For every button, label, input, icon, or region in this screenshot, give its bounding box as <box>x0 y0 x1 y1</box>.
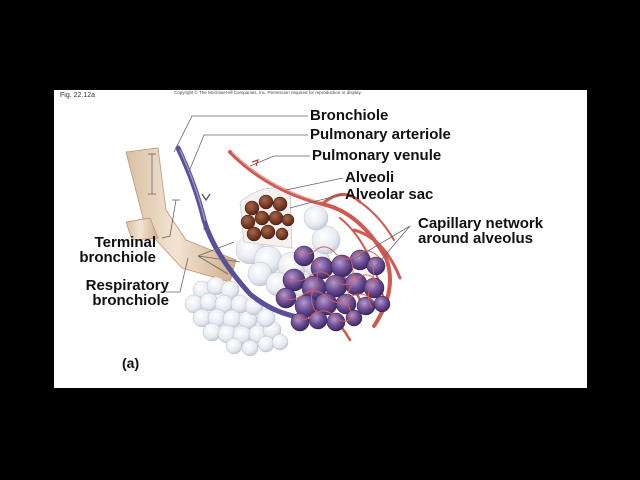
lung-diagram <box>125 115 411 357</box>
pulmonary-venule <box>175 145 307 321</box>
label-terminal-line2: bronchiole <box>79 249 156 266</box>
label-respiratory-line2: bronchiole <box>92 292 169 309</box>
panel-label: (a) <box>122 355 140 371</box>
alveoli-cutaway <box>239 187 295 249</box>
slide: Fig. 22.12a Copyright © The McGraw-Hill … <box>54 90 587 388</box>
label-bronchiole: Bronchiole <box>310 107 389 124</box>
alveolar-cluster <box>184 276 289 357</box>
label-respiratory-line1: Respiratory <box>85 277 169 294</box>
label-capillary-line1: Capillary network <box>418 215 544 232</box>
label-capillary-line2: around alveolus <box>418 230 534 247</box>
label-pulmonary-arteriole: Pulmonary arteriole <box>310 126 451 143</box>
leader-lines <box>148 115 411 293</box>
label-respiratory-bronchiole: Respiratory bronchiole <box>56 278 169 308</box>
figure-number: Fig. 22.12a <box>60 92 96 99</box>
label-terminal-bronchiole: Terminal bronchiole <box>56 235 156 265</box>
label-alveolar-sac: Alveolar sac <box>345 186 434 203</box>
label-pulmonary-venule: Pulmonary venule <box>312 147 442 164</box>
label-capillary-network: Capillary network around alveolus <box>418 216 543 246</box>
label-terminal-line1: Terminal <box>94 234 156 251</box>
capillary-network <box>275 245 391 332</box>
label-alveoli: Alveoli <box>345 169 395 186</box>
copyright-notice: Copyright © The McGraw-Hill Companies, I… <box>174 90 362 95</box>
